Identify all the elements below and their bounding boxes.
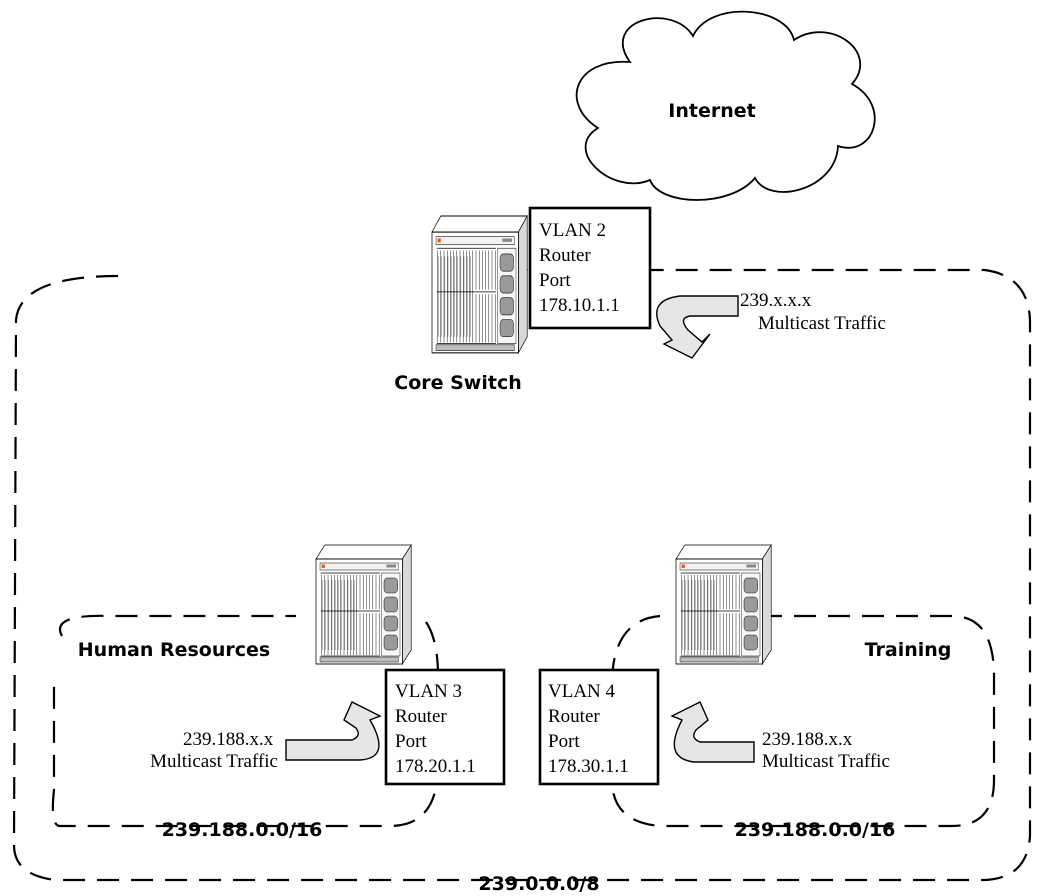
training-range-label: 239.188.0.0/16 <box>735 819 896 841</box>
hr-traffic-arrow <box>285 701 382 761</box>
training-switch-icon <box>675 544 772 665</box>
hr-range-label: 239.188.0.0/16 <box>162 819 323 841</box>
hr-zone-label: Human Resources <box>78 639 270 661</box>
training-router-label: Router <box>548 706 600 727</box>
hr-vlan-label: VLAN 3 <box>395 681 462 702</box>
core-traffic-arrow <box>656 295 739 359</box>
hr-traffic-label: Multicast Traffic <box>150 751 278 772</box>
training-ip-label: 178.30.1.1 <box>548 756 629 777</box>
training-traffic-label: Multicast Traffic <box>762 751 890 772</box>
outer-range-label: 239.0.0.0/8 <box>478 873 599 895</box>
svg-text:239.188.x.x Multicast Traf: 239.188.x.x Multicast Traffic <box>150 729 278 772</box>
training-router-port-box: VLAN 4 Router Port 178.30.1.1 <box>538 668 660 786</box>
svg-text:239.x.x.x Multicast Traffi: 239.x.x.x Multicast Traffic <box>740 290 886 334</box>
internet-label: Internet <box>668 100 755 122</box>
svg-text:VLAN 3 Router Port: VLAN 3 Router Port 178.20.1.1 <box>395 681 476 777</box>
hr-port-label: Port <box>395 731 427 752</box>
training-zone-border <box>610 614 996 828</box>
training-traffic-arrow <box>670 701 755 763</box>
training-port-label: Port <box>548 731 580 752</box>
core-switch-label: Core Switch <box>394 372 522 394</box>
hr-switch-icon <box>315 544 412 665</box>
core-port-label: Port <box>539 270 571 291</box>
core-router-port-box: VLAN 2 Router Port 178.10.1.1 <box>528 206 652 330</box>
core-router-label: Router <box>539 245 591 266</box>
core-vlan-label: VLAN 2 <box>539 220 606 241</box>
hr-router-port-box: VLAN 3 Router Port 178.20.1.1 <box>384 668 506 786</box>
svg-text:VLAN 4 Router Port: VLAN 4 Router Port 178.30.1.1 <box>548 681 629 777</box>
core-switch-icon <box>431 215 528 354</box>
svg-text:239.188.x.x Multicast Traf: 239.188.x.x Multicast Traffic <box>762 729 890 772</box>
hr-traffic-address: 239.188.x.x <box>183 729 274 750</box>
hr-ip-label: 178.20.1.1 <box>395 756 476 777</box>
training-zone-label: Training <box>865 639 952 661</box>
core-traffic-address: 239.x.x.x <box>740 290 812 311</box>
core-ip-label: 178.10.1.1 <box>539 295 620 316</box>
training-traffic-address: 239.188.x.x <box>762 729 853 750</box>
svg-text:VLAN 2 Router Port: VLAN 2 Router Port 178.10.1.1 <box>539 220 620 316</box>
core-traffic-label: Multicast Traffic <box>758 313 886 334</box>
outer-zone-border <box>12 268 1032 882</box>
internet-cloud: Internet <box>575 10 876 201</box>
hr-router-label: Router <box>395 706 447 727</box>
training-vlan-label: VLAN 4 <box>548 681 616 702</box>
